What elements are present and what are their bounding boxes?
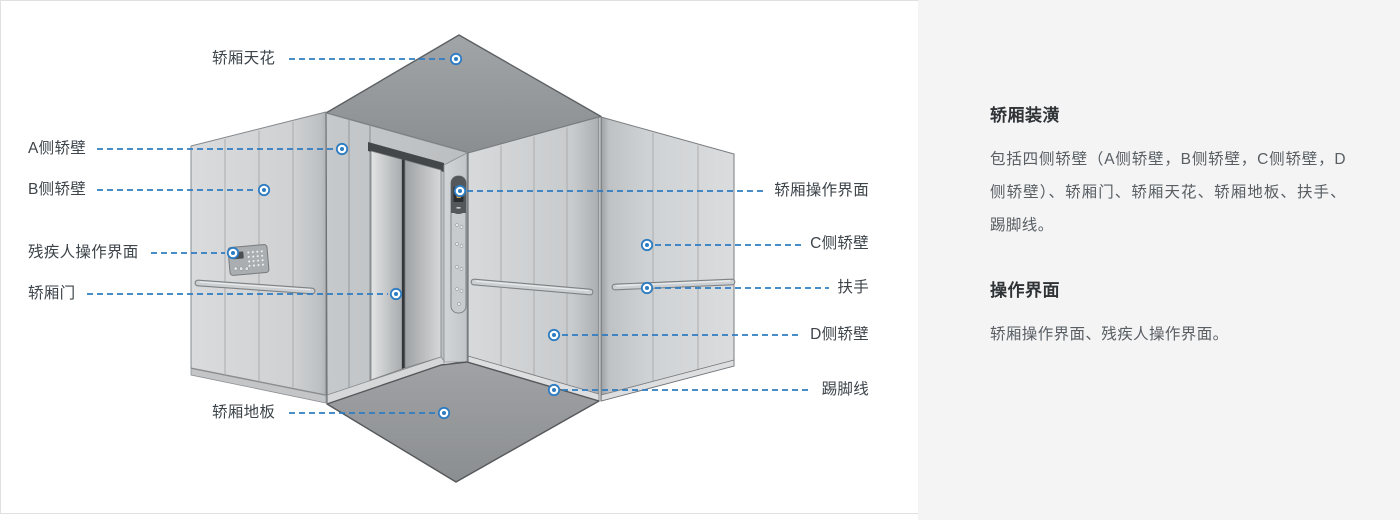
label-side-b-wall: B侧轿壁 — [28, 181, 87, 198]
label-skirting: 踢脚线 — [821, 381, 869, 398]
label-side-d-wall: D侧轿壁 — [810, 326, 869, 343]
handrails — [194, 278, 736, 296]
door-header — [368, 142, 444, 172]
callout-dot-side-c-wall — [640, 238, 654, 252]
label-car-ceiling: 轿厢天花 — [212, 50, 276, 67]
car-door-gap — [402, 159, 405, 369]
car-door-left-panel — [370, 150, 403, 381]
callout-dot-skirting — [547, 383, 561, 397]
label-handrail: 扶手 — [837, 279, 869, 296]
callout-dot-car-floor — [437, 406, 451, 420]
side-b-skirting — [190, 368, 327, 404]
callout-dot-car-door — [389, 287, 403, 301]
callout-dots — [226, 52, 654, 420]
callout-dot-side-d-wall — [547, 328, 561, 342]
callout-dot-side-b-wall — [257, 183, 271, 197]
label-side-c-wall: C侧轿壁 — [810, 235, 869, 252]
callout-leaders — [87, 58, 829, 414]
description-content: 轿厢装潢 包括四侧轿壁（A侧轿壁，B侧轿壁，C侧轿壁，D侧轿壁）、轿厢门、轿厢天… — [990, 101, 1346, 385]
section-heading-car-decoration: 轿厢装潢 — [990, 106, 1060, 125]
label-accessible-cop: 残疾人操作界面 — [28, 244, 139, 261]
section-heading-operation-interface: 操作界面 — [990, 281, 1060, 300]
handrail-d — [470, 278, 594, 296]
description-panel: 轿厢装潢 包括四侧轿壁（A侧轿壁，B侧轿壁，C侧轿壁，D侧轿壁）、轿厢门、轿厢天… — [918, 0, 1400, 520]
label-car-door: 轿厢门 — [28, 285, 76, 302]
callout-dot-handrail — [640, 281, 654, 295]
callout-dot-accessible-cop — [226, 246, 240, 260]
label-car-cop: 轿厢操作界面 — [774, 182, 869, 199]
label-side-a-wall: A侧轿壁 — [28, 140, 87, 157]
floor-face — [326, 361, 600, 483]
car-door-right-panel — [404, 159, 442, 369]
callout-dot-side-a-wall — [335, 142, 349, 156]
handrail-c — [611, 278, 736, 291]
callout-dot-car-cop — [453, 184, 467, 198]
callout-dot-car-ceiling — [449, 52, 463, 66]
side-c-wall-face — [600, 116, 735, 402]
handrail-b — [194, 279, 316, 295]
elevator-illustration — [87, 34, 829, 483]
section-body-car-decoration: 包括四侧轿壁（A侧轿壁，B侧轿壁，C侧轿壁，D侧轿壁）、轿厢门、轿厢天花、轿厢地… — [990, 151, 1346, 234]
section-body-operation-interface: 轿厢操作界面、残疾人操作界面。 — [990, 326, 1229, 343]
elevator-diagram-card: 轿厢天花 A侧轿壁 B侧轿壁 残疾人操作界面 轿厢门 轿厢地板 轿厢操作界面 C… — [0, 0, 918, 514]
corner-edge-left — [325, 112, 328, 405]
side-d-wall-face — [467, 116, 600, 402]
label-car-floor: 轿厢地板 — [212, 404, 276, 421]
